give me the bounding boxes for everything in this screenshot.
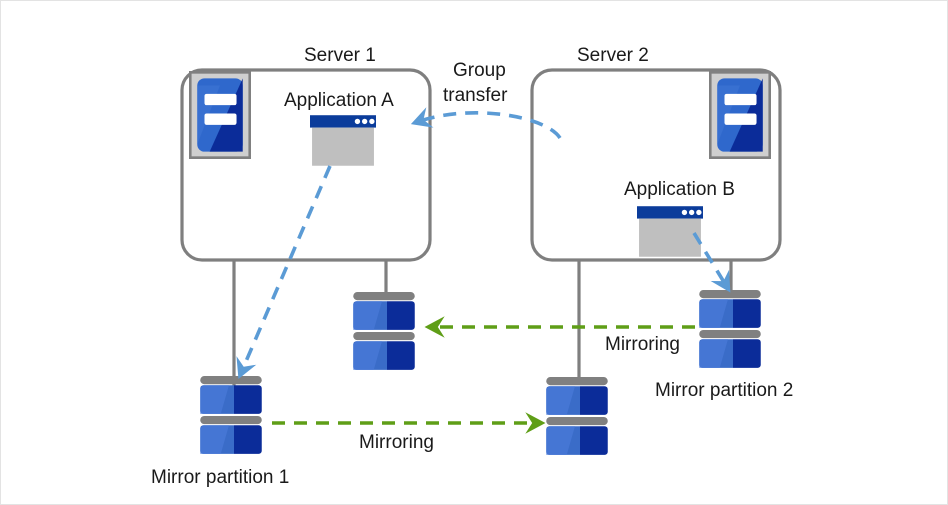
disk-stack-icon-server1-local bbox=[353, 292, 415, 370]
application-window-icon bbox=[637, 206, 703, 257]
disk-stack-icon-partition2 bbox=[699, 290, 761, 368]
server-rack-icon bbox=[189, 71, 251, 159]
group-transfer-arrow bbox=[410, 107, 562, 140]
server2-box bbox=[530, 68, 782, 262]
server1-box bbox=[180, 68, 432, 262]
application-a-label: Application A bbox=[284, 90, 394, 111]
mirror-partition-1-label: Mirror partition 1 bbox=[151, 467, 290, 488]
group-transfer-label-line1: Group bbox=[453, 60, 506, 81]
mirroring-label-bottom: Mirroring bbox=[359, 432, 434, 453]
disk-stack-icon-partition1 bbox=[200, 376, 262, 454]
mirror-partition-2-label: Mirror partition 2 bbox=[655, 380, 794, 401]
application-b-label: Application B bbox=[624, 179, 735, 200]
server-rack-icon bbox=[709, 71, 771, 159]
application-window-icon bbox=[310, 115, 376, 166]
app-a-to-partition1-arrow bbox=[236, 165, 332, 379]
mirroring-label-top: Mirroring bbox=[605, 334, 680, 355]
disk-stack-icon-server2-local bbox=[546, 377, 608, 455]
app-b-to-partition2-arrow bbox=[692, 232, 731, 293]
server2-label: Server 2 bbox=[577, 45, 649, 66]
server1-label: Server 1 bbox=[304, 45, 376, 66]
group-transfer-label-line2: transfer bbox=[443, 85, 508, 106]
